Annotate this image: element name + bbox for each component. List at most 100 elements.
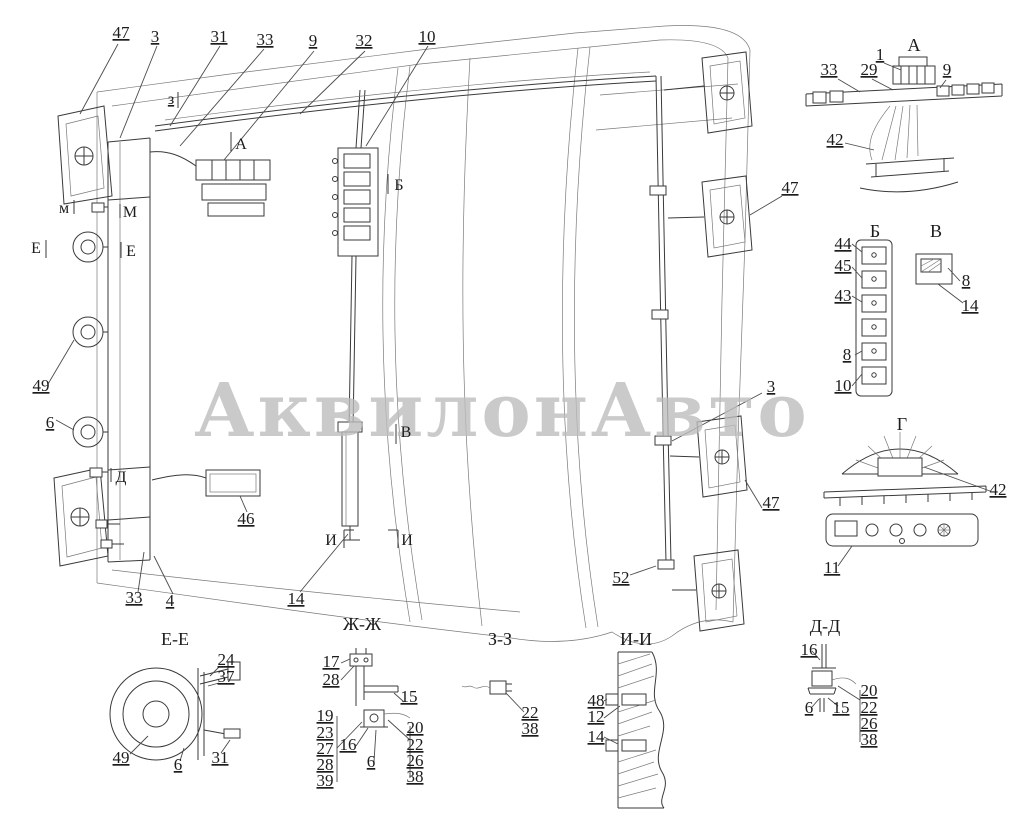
detail-d-callout-20: 20 <box>861 681 878 700</box>
detail-a-callout-1: 1 <box>876 45 885 64</box>
central-junction-block <box>149 151 271 217</box>
component-46-box <box>151 469 261 513</box>
callout-10-roof: 10 <box>419 27 436 46</box>
detail-a-callout-9: 9 <box>943 60 952 79</box>
detail-ee-callout-31: 31 <box>212 748 229 767</box>
callout-52-bottom: 52 <box>613 568 630 587</box>
right-mount-bracket-2 <box>701 175 753 258</box>
right-mount-bracket-1 <box>701 51 753 134</box>
detail-d-callout-22: 22 <box>861 698 878 717</box>
view-marker-b: Б <box>394 177 403 194</box>
detail-zh-callout-28-bottom: 28 <box>317 755 334 774</box>
right-mount-bracket-3 <box>696 415 748 498</box>
detail-zh-callout-15: 15 <box>401 687 418 706</box>
detail-zh-callout-16: 16 <box>340 735 357 754</box>
callout-6-main: 6 <box>46 413 55 432</box>
detail-ee-callout-24: 24 <box>218 650 236 669</box>
view-marker-v: В <box>401 424 412 441</box>
detail-v-drawing <box>915 253 964 304</box>
detail-zh-callout-17: 17 <box>323 652 341 671</box>
detail-a-title: А <box>908 35 921 55</box>
detail-d-callout-16: 16 <box>801 640 818 659</box>
cab-outline <box>96 25 751 645</box>
center-vertical-harness <box>337 255 363 541</box>
callout-47-right-upper: 47 <box>782 178 800 197</box>
view-marker-e-outer: Е <box>31 240 41 257</box>
detail-a-drawing <box>805 56 1003 193</box>
view-marker-z: з <box>168 91 174 108</box>
view-marker-i-right: И <box>401 532 413 549</box>
detail-zh-callout-26: 26 <box>407 751 424 770</box>
detail-i-drawing <box>603 651 666 809</box>
roof-harness <box>154 71 705 591</box>
main-leader-lines <box>47 43 783 595</box>
detail-z-title: З-З <box>488 629 512 649</box>
detail-i-callout-12: 12 <box>588 707 605 726</box>
detail-b-callout-8: 8 <box>843 345 852 364</box>
detail-d-title: Д-Д <box>810 616 841 636</box>
detail-ee-callout-49: 49 <box>113 748 130 767</box>
callout-46-main: 46 <box>238 509 255 528</box>
side-connectors <box>89 202 124 549</box>
detail-zh-callout-19: 19 <box>317 706 334 725</box>
detail-a-callout-42: 42 <box>827 130 844 149</box>
detail-b-callout-44: 44 <box>835 234 853 253</box>
view-marker-m-upper: М <box>123 204 137 221</box>
callout-14-bottom: 14 <box>288 589 306 608</box>
detail-g-callout-42: 42 <box>990 480 1007 499</box>
detail-ee-title: Е-Е <box>161 629 189 649</box>
detail-i-callout-14: 14 <box>588 727 606 746</box>
upper-left-lamp-housing <box>57 105 113 205</box>
detail-i-callout-48: 48 <box>588 691 605 710</box>
detail-zh-callout-20: 20 <box>407 718 424 737</box>
detail-ee-drawing <box>109 661 241 762</box>
detail-zh-title: Ж-Ж <box>343 614 382 634</box>
detail-d-callout-26: 26 <box>861 714 878 733</box>
watermark-text: АквилонАвто <box>194 368 810 454</box>
callout-33-roof: 33 <box>257 30 274 49</box>
callout-3-roof: 3 <box>151 27 160 46</box>
detail-d-drawing <box>807 644 861 742</box>
detail-a-callout-33: 33 <box>821 60 838 79</box>
detail-z-callout-38: 38 <box>522 719 539 738</box>
detail-zh-callout-27: 27 <box>317 739 335 758</box>
detail-v-callout-8: 8 <box>962 271 971 290</box>
detail-b-drawing <box>851 239 893 397</box>
detail-b-callout-43: 43 <box>835 286 852 305</box>
detail-zh-callout-39: 39 <box>317 771 334 790</box>
detail-zh-callout-38: 38 <box>407 767 424 786</box>
detail-zh-callout-22: 22 <box>407 735 424 754</box>
view-marker-m-lower: м <box>59 200 69 217</box>
detail-zh-callout-28-top: 28 <box>323 670 340 689</box>
callout-47-right-lower: 47 <box>763 493 781 512</box>
detail-i-title: И-И <box>620 629 652 649</box>
callout-4-bottom: 4 <box>166 591 175 610</box>
detail-zh-drawing <box>336 648 411 782</box>
callout-3-right: 3 <box>767 377 776 396</box>
detail-d-callout-6: 6 <box>805 698 814 717</box>
fuse-relay-block <box>332 89 379 257</box>
detail-b-callout-10: 10 <box>835 376 852 395</box>
detail-zh-callout-23: 23 <box>317 723 334 742</box>
detail-b-title: Б <box>870 221 880 241</box>
detail-b-callout-45: 45 <box>835 256 852 275</box>
detail-g-drawing <box>823 432 991 567</box>
detail-ee-callout-37: 37 <box>218 667 236 686</box>
callout-49-main: 49 <box>33 376 50 395</box>
detail-ee-callout-6: 6 <box>174 755 183 774</box>
detail-a-callout-29: 29 <box>861 60 878 79</box>
view-marker-d: Д <box>116 469 127 486</box>
detail-d-callout-15: 15 <box>833 698 850 717</box>
view-marker-i-left: И <box>325 532 337 549</box>
view-marker-e-inner: Е <box>126 243 136 260</box>
front-lamps <box>72 231 108 448</box>
callout-33-bottom: 33 <box>126 588 143 607</box>
detail-g-callout-11: 11 <box>824 558 840 577</box>
detail-v-title: В <box>930 221 942 241</box>
detail-z-drawing <box>461 680 525 713</box>
door-frame-lines <box>382 46 599 629</box>
callout-31-roof: 31 <box>211 27 228 46</box>
callout-32-roof: 32 <box>356 31 373 50</box>
